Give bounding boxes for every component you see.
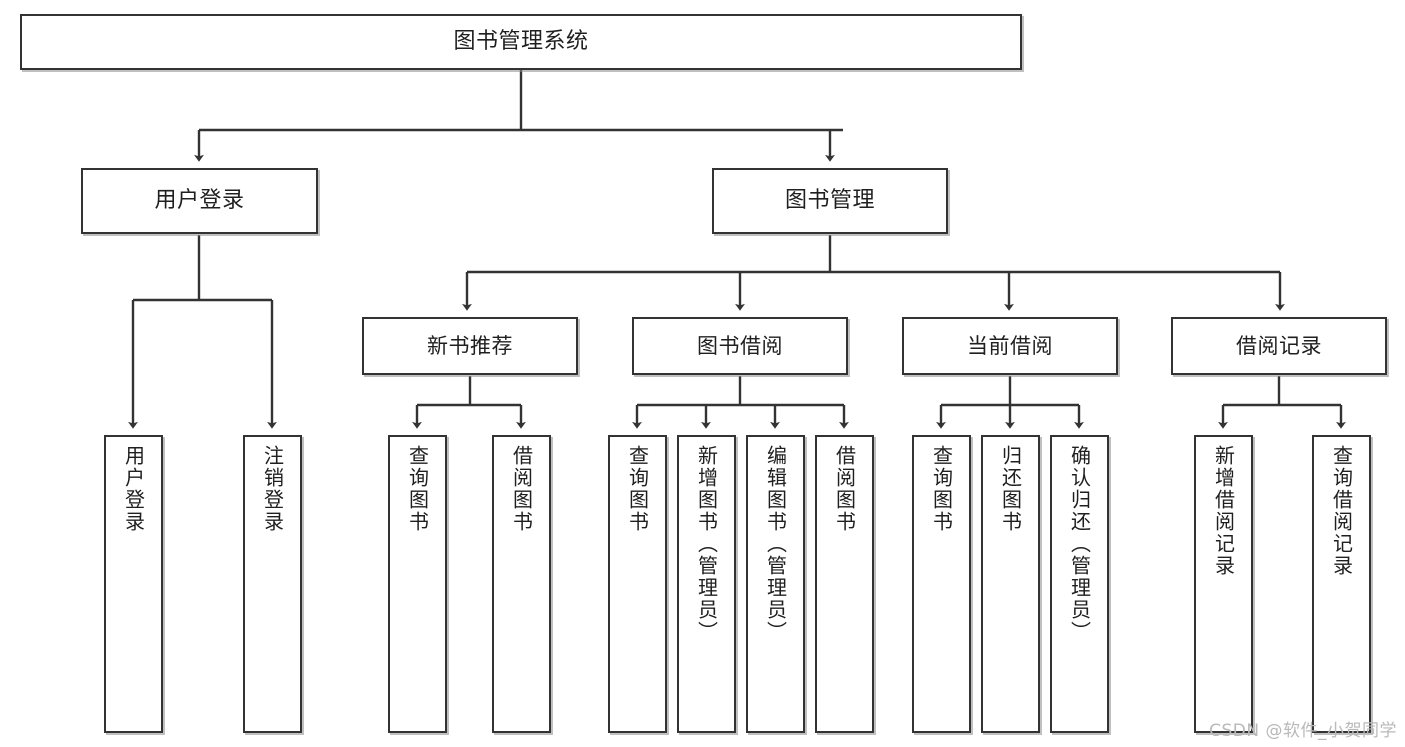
node-leaf-add-book-admin[interactable]: 新增图书（管理员） [677, 435, 736, 733]
node-leaf-user-login[interactable]: 用户登录 [104, 435, 163, 733]
node-leaf-borrow-book[interactable]: 借阅图书 [815, 435, 874, 733]
node-label: 借阅记录 [1236, 333, 1322, 358]
node-label: 用户登录 [121, 445, 146, 533]
node-label: 借阅图书 [509, 445, 534, 533]
node-label: 查询图书 [625, 445, 650, 533]
node-label: 确认归还（管理员） [1067, 445, 1092, 643]
node-leaf-borrow-book-recommend[interactable]: 借阅图书 [492, 435, 551, 733]
node-label: 新增图书（管理员） [694, 445, 719, 643]
node-label: 当前借阅 [967, 333, 1053, 358]
node-label: 归还图书 [998, 445, 1023, 533]
node-label: 图书管理 [784, 188, 875, 214]
node-label: 查询图书 [405, 445, 430, 533]
node-label: 查询借阅记录 [1329, 445, 1354, 577]
node-leaf-edit-book-admin[interactable]: 编辑图书（管理员） [746, 435, 805, 733]
node-leaf-logout[interactable]: 注销登录 [243, 435, 302, 733]
node-label: 图书管理系统 [453, 29, 589, 55]
node-user-login[interactable]: 用户登录 [81, 168, 318, 234]
node-leaf-query-book-borrow[interactable]: 查询图书 [608, 435, 667, 733]
node-label: 借阅图书 [832, 445, 857, 533]
node-leaf-return-book[interactable]: 归还图书 [981, 435, 1040, 733]
node-book-borrow[interactable]: 图书借阅 [632, 317, 848, 375]
node-book-management[interactable]: 图书管理 [712, 168, 948, 234]
node-new-book-recommend[interactable]: 新书推荐 [362, 317, 578, 375]
node-borrow-records[interactable]: 借阅记录 [1171, 317, 1387, 375]
node-leaf-confirm-return-admin[interactable]: 确认归还（管理员） [1050, 435, 1109, 733]
node-root-system[interactable]: 图书管理系统 [20, 14, 1022, 70]
node-label: 编辑图书（管理员） [763, 445, 788, 643]
watermark-text: CSDN @软件_小贺同学 [1209, 721, 1397, 741]
node-leaf-query-book-current[interactable]: 查询图书 [912, 435, 971, 733]
node-label: 查询图书 [929, 445, 954, 533]
node-label: 新增借阅记录 [1211, 445, 1236, 577]
node-current-borrow[interactable]: 当前借阅 [902, 317, 1118, 375]
node-label: 新书推荐 [427, 333, 513, 358]
node-label: 注销登录 [260, 445, 285, 533]
node-label: 用户登录 [154, 188, 245, 214]
node-leaf-query-book-recommend[interactable]: 查询图书 [388, 435, 447, 733]
node-leaf-query-borrow-record[interactable]: 查询借阅记录 [1312, 435, 1371, 733]
node-leaf-add-borrow-record[interactable]: 新增借阅记录 [1194, 435, 1253, 733]
node-label: 图书借阅 [697, 333, 783, 358]
